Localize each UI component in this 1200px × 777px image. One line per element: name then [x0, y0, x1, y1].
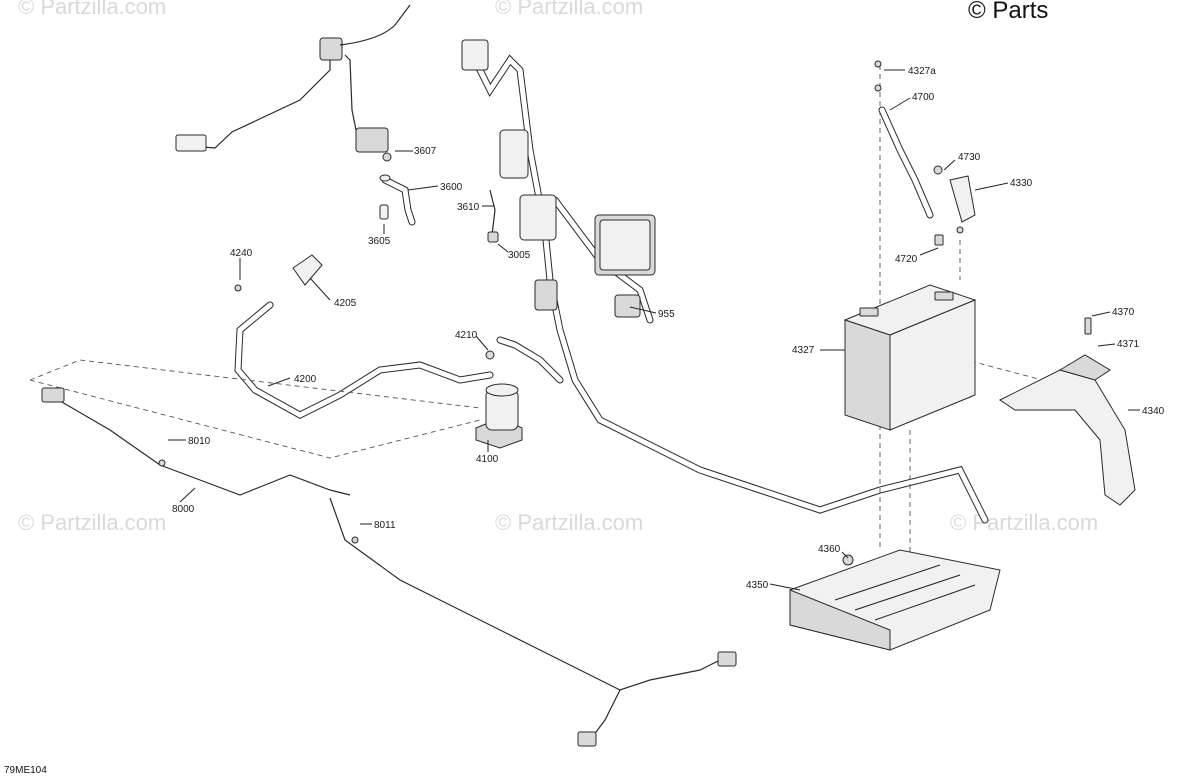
bracket-4340	[999, 317, 1136, 506]
watermark-left: © Partzilla.com	[18, 510, 166, 535]
battery-4327	[843, 60, 977, 431]
ground-cable-3600	[379, 152, 499, 243]
callout-4370: 4370	[1112, 307, 1135, 318]
callout-4360: 4360	[818, 544, 841, 555]
callout-4350: 4350	[746, 580, 769, 591]
callout-8011: 8011	[374, 520, 396, 531]
callout-4210: 4210	[455, 330, 478, 341]
callout-3600: 3600	[440, 182, 463, 193]
callout-4100: 4100	[476, 454, 499, 465]
upper-harness-left	[175, 4, 411, 153]
callouts: 3607 3600 3610 3605 3005 4240 4205 955 4…	[172, 66, 1165, 591]
battery-tray-4350	[789, 549, 1001, 651]
callout-leaders	[168, 69, 1140, 591]
callout-4720: 4720	[895, 254, 918, 265]
watermark-top-left: © Partzilla.com	[18, 0, 166, 19]
callout-3607: 3607	[414, 146, 437, 157]
solenoid-4100	[475, 336, 564, 449]
watermark-top-center: © Partzilla.com	[495, 0, 643, 19]
callout-4200: 4200	[294, 374, 317, 385]
main-harness	[461, 39, 989, 524]
figure-code: 79ME104	[4, 765, 47, 776]
callout-955: 955	[658, 309, 675, 320]
callout-4330: 4330	[1010, 178, 1033, 189]
callout-4730: 4730	[958, 152, 981, 163]
watermark-right: © Partzilla.com	[950, 510, 1098, 535]
callout-8000: 8000	[172, 504, 195, 515]
callout-8010: 8010	[188, 436, 211, 447]
callout-3605: 3605	[368, 236, 391, 247]
callout-4371: 4371	[1117, 339, 1140, 350]
callout-4700: 4700	[912, 92, 935, 103]
watermarks: © Partzilla.com © Partzilla.com © Partzi…	[18, 0, 1098, 535]
watermark-center: © Partzilla.com	[495, 510, 643, 535]
callout-4240: 4240	[230, 248, 253, 259]
callout-3610: 3610	[457, 202, 480, 213]
watermark-corner: © Parts	[968, 0, 1048, 24]
callout-4340: 4340	[1142, 406, 1165, 417]
callout-4327a: 4327a	[908, 66, 936, 77]
callout-4327: 4327	[792, 345, 815, 356]
callout-4205: 4205	[334, 298, 357, 309]
battery-cable-4200	[234, 254, 494, 419]
harness-8000	[41, 387, 737, 747]
callout-3005: 3005	[508, 250, 531, 261]
